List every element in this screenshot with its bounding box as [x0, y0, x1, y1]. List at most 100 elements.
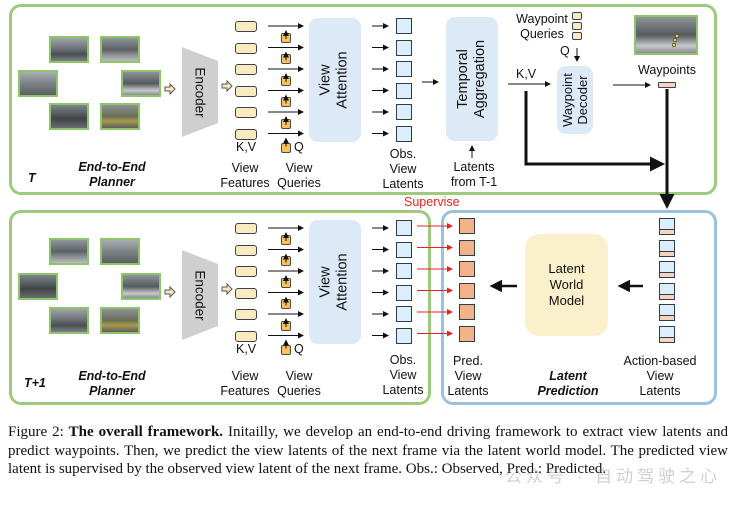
camera-image	[49, 103, 89, 130]
action-latents-label: Action-based View Latents	[615, 354, 705, 399]
view-queries-label: View Queries	[271, 369, 327, 399]
obs-view-latent	[396, 306, 412, 322]
view-feature-token	[235, 64, 257, 75]
decoder-q-label: Q	[560, 44, 570, 58]
planner-label-line: End-to-End	[78, 160, 146, 174]
view-feature-token	[235, 287, 257, 299]
waypoint-output	[658, 82, 676, 88]
label-line: Action-based	[623, 354, 697, 368]
input-arrow	[221, 79, 233, 93]
view-feature-token	[235, 330, 257, 342]
pred-view-latent	[459, 218, 475, 234]
watermark: 公众号 · 自动驾驶之心	[505, 467, 722, 486]
obs-view-latent	[396, 125, 412, 142]
input-arrow	[164, 82, 176, 96]
view-feature-token	[235, 244, 257, 256]
obs-view-latent	[396, 241, 412, 258]
label-line: View	[454, 369, 482, 383]
planner-panel-t	[9, 4, 717, 195]
view-feature-token	[235, 309, 257, 320]
label-line: Latents	[639, 384, 681, 398]
label-line: Pred.	[453, 354, 483, 368]
obs-view-latent	[396, 39, 412, 56]
label-line: Latents	[447, 384, 489, 398]
waypoint-query	[572, 22, 582, 30]
label-line: View	[231, 161, 259, 175]
planner-label: End-to-End Planner	[72, 160, 152, 190]
waypoint-query	[572, 32, 582, 40]
label-line: Latents	[382, 177, 424, 191]
planner-label: End-to-End Planner	[72, 369, 152, 399]
camera-image	[100, 103, 140, 130]
label-line: Features	[220, 384, 270, 398]
caption-title: The overall framework.	[68, 424, 224, 440]
planner-panel-t1	[9, 210, 431, 405]
action-based-view-latent	[659, 282, 675, 300]
time-label: T	[28, 171, 36, 185]
label-line: Model	[548, 293, 585, 308]
time-label: T+1	[24, 376, 46, 390]
action-based-view-latent	[659, 325, 675, 343]
waypoint-dots-icon	[671, 33, 680, 48]
camera-image	[100, 238, 140, 265]
kv-skip-line	[524, 91, 665, 172]
caption-body: Initailly, we develop an end-to-end driv…	[8, 424, 728, 478]
waypoint-image	[634, 15, 698, 55]
label-line: Waypoint	[516, 12, 568, 26]
obs-view-latent	[396, 61, 412, 77]
label-line: Queries	[277, 384, 321, 398]
pred-view-latent	[459, 239, 475, 256]
waypoints-label: Waypoints	[638, 63, 696, 77]
caption-prefix: Figure 2:	[8, 424, 69, 440]
latent-prediction-label: Latent Prediction	[528, 369, 608, 399]
obs-view-latent	[396, 263, 412, 279]
obs-view-latent	[396, 284, 412, 301]
camera-image	[121, 70, 161, 97]
obs-view-latent	[396, 220, 412, 236]
latent-prediction-panel	[441, 210, 717, 405]
view-feature-token	[235, 107, 257, 118]
label-line: Obs.	[389, 147, 417, 161]
label-line: View	[285, 161, 313, 175]
obs-latents-label: Obs. View Latents	[378, 147, 428, 192]
waypoint-query	[572, 12, 582, 20]
encoder-block	[182, 250, 218, 340]
label-line: View	[231, 369, 259, 383]
label-line: Latents	[453, 160, 495, 174]
obs-view-latent	[396, 18, 412, 34]
view-feature-token	[235, 223, 257, 234]
view-feature-token	[235, 42, 257, 54]
camera-image	[18, 273, 58, 300]
pred-latents-label: Pred. View Latents	[440, 354, 496, 399]
obs-view-latent	[396, 327, 412, 344]
kv-label: K,V	[236, 342, 257, 356]
view-feature-token	[235, 266, 257, 277]
obs-latents-label: Obs. View Latents	[378, 353, 428, 398]
view-feature-token	[235, 21, 257, 32]
camera-image	[49, 238, 89, 265]
label-line: Queries	[277, 176, 321, 190]
q-label: Q	[294, 140, 304, 154]
pred-view-latent	[459, 282, 475, 299]
input-arrow	[164, 285, 176, 299]
latent-world-model-label: Latent World Model	[548, 261, 584, 309]
view-features-label: View Features	[217, 369, 273, 399]
pred-view-latent	[459, 325, 475, 342]
view-attention-module: View Attention	[309, 18, 361, 142]
latents-from-prev-label: Latents from T-1	[446, 160, 502, 190]
label-line: View	[389, 368, 417, 382]
pred-view-latent	[459, 261, 475, 277]
label-line: Latents	[382, 383, 424, 397]
planner-label-line: End-to-End	[78, 369, 146, 383]
label-line: View	[389, 162, 417, 176]
input-arrow	[221, 282, 233, 296]
label-line: Latent	[549, 369, 587, 383]
waypoint-queries-label: Waypoint Queries	[512, 12, 572, 42]
view-feature-token	[235, 85, 257, 97]
camera-image	[100, 36, 140, 63]
encoder-block	[182, 47, 218, 137]
label-line: World	[549, 277, 584, 292]
label-line: View	[646, 369, 674, 383]
action-based-view-latent	[659, 218, 675, 235]
